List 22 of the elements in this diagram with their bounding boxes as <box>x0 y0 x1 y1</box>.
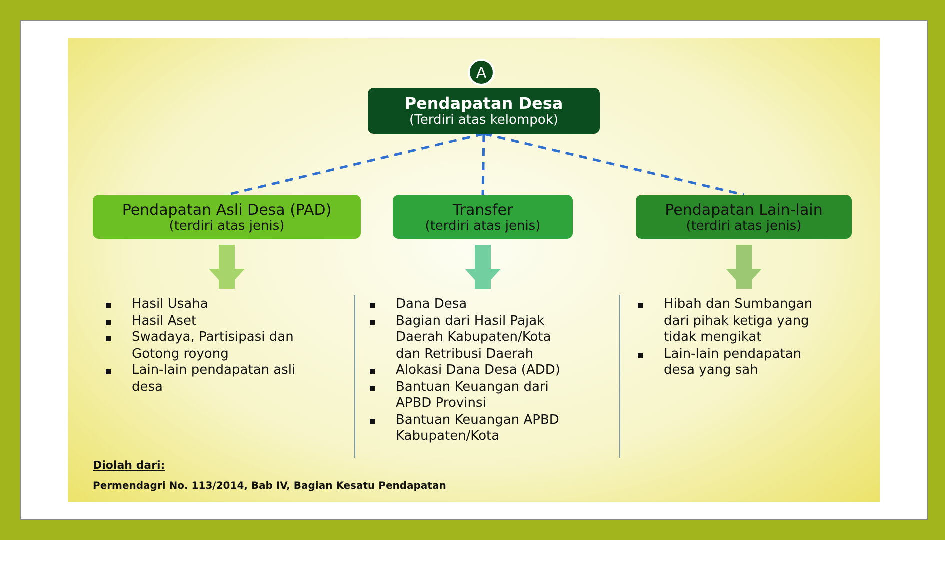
block-arrow <box>726 245 762 289</box>
category-box: Transfer (terdiri atas jenis) <box>393 195 573 239</box>
category-box: Pendapatan Lain-lain (terdiri atas jenis) <box>636 195 852 239</box>
list-item: Bagian dari Hasil Pajak Daerah Kabupaten/Kota dan Retribusi Daerah <box>396 314 552 362</box>
group-box: Pendapatan Desa (Terdiri atas kelompok) <box>368 88 600 134</box>
block-arrow <box>465 245 501 289</box>
list-item: Alokasi Dana Desa (ADD) <box>396 363 560 378</box>
source-heading: Diolah dari: <box>93 459 166 472</box>
list-item: Hasil Aset <box>132 314 197 328</box>
list-item: Dana Desa <box>396 297 468 312</box>
connector-line <box>484 132 744 196</box>
list-item: Lain-lain pendapatan desa yang sah <box>664 346 802 378</box>
list-item: Hasil Usaha <box>132 297 208 312</box>
list-item: Bantuan Keuangan APBD Kabupaten/Kota <box>396 412 560 444</box>
source-note: Permendagri No. 113/2014, Bab IV, Bagian Kesatu Pendapatan <box>93 481 446 492</box>
list-item: Bantuan Keuangan dari APBD Provinsi <box>396 380 549 411</box>
list-item: Swadaya, Partisipasi dan Gotong royong <box>132 330 294 362</box>
category-box: Pendapatan Asli Desa (PAD) (terdiri atas jenis) <box>93 195 361 239</box>
connector-line <box>482 134 486 196</box>
list-item: Hibah dan Sumbangan dari pihak ketiga yang tidak mengikat <box>664 297 813 345</box>
list-item: Lain-lain pendapatan asli desa <box>132 363 296 394</box>
block-arrow <box>209 245 245 289</box>
